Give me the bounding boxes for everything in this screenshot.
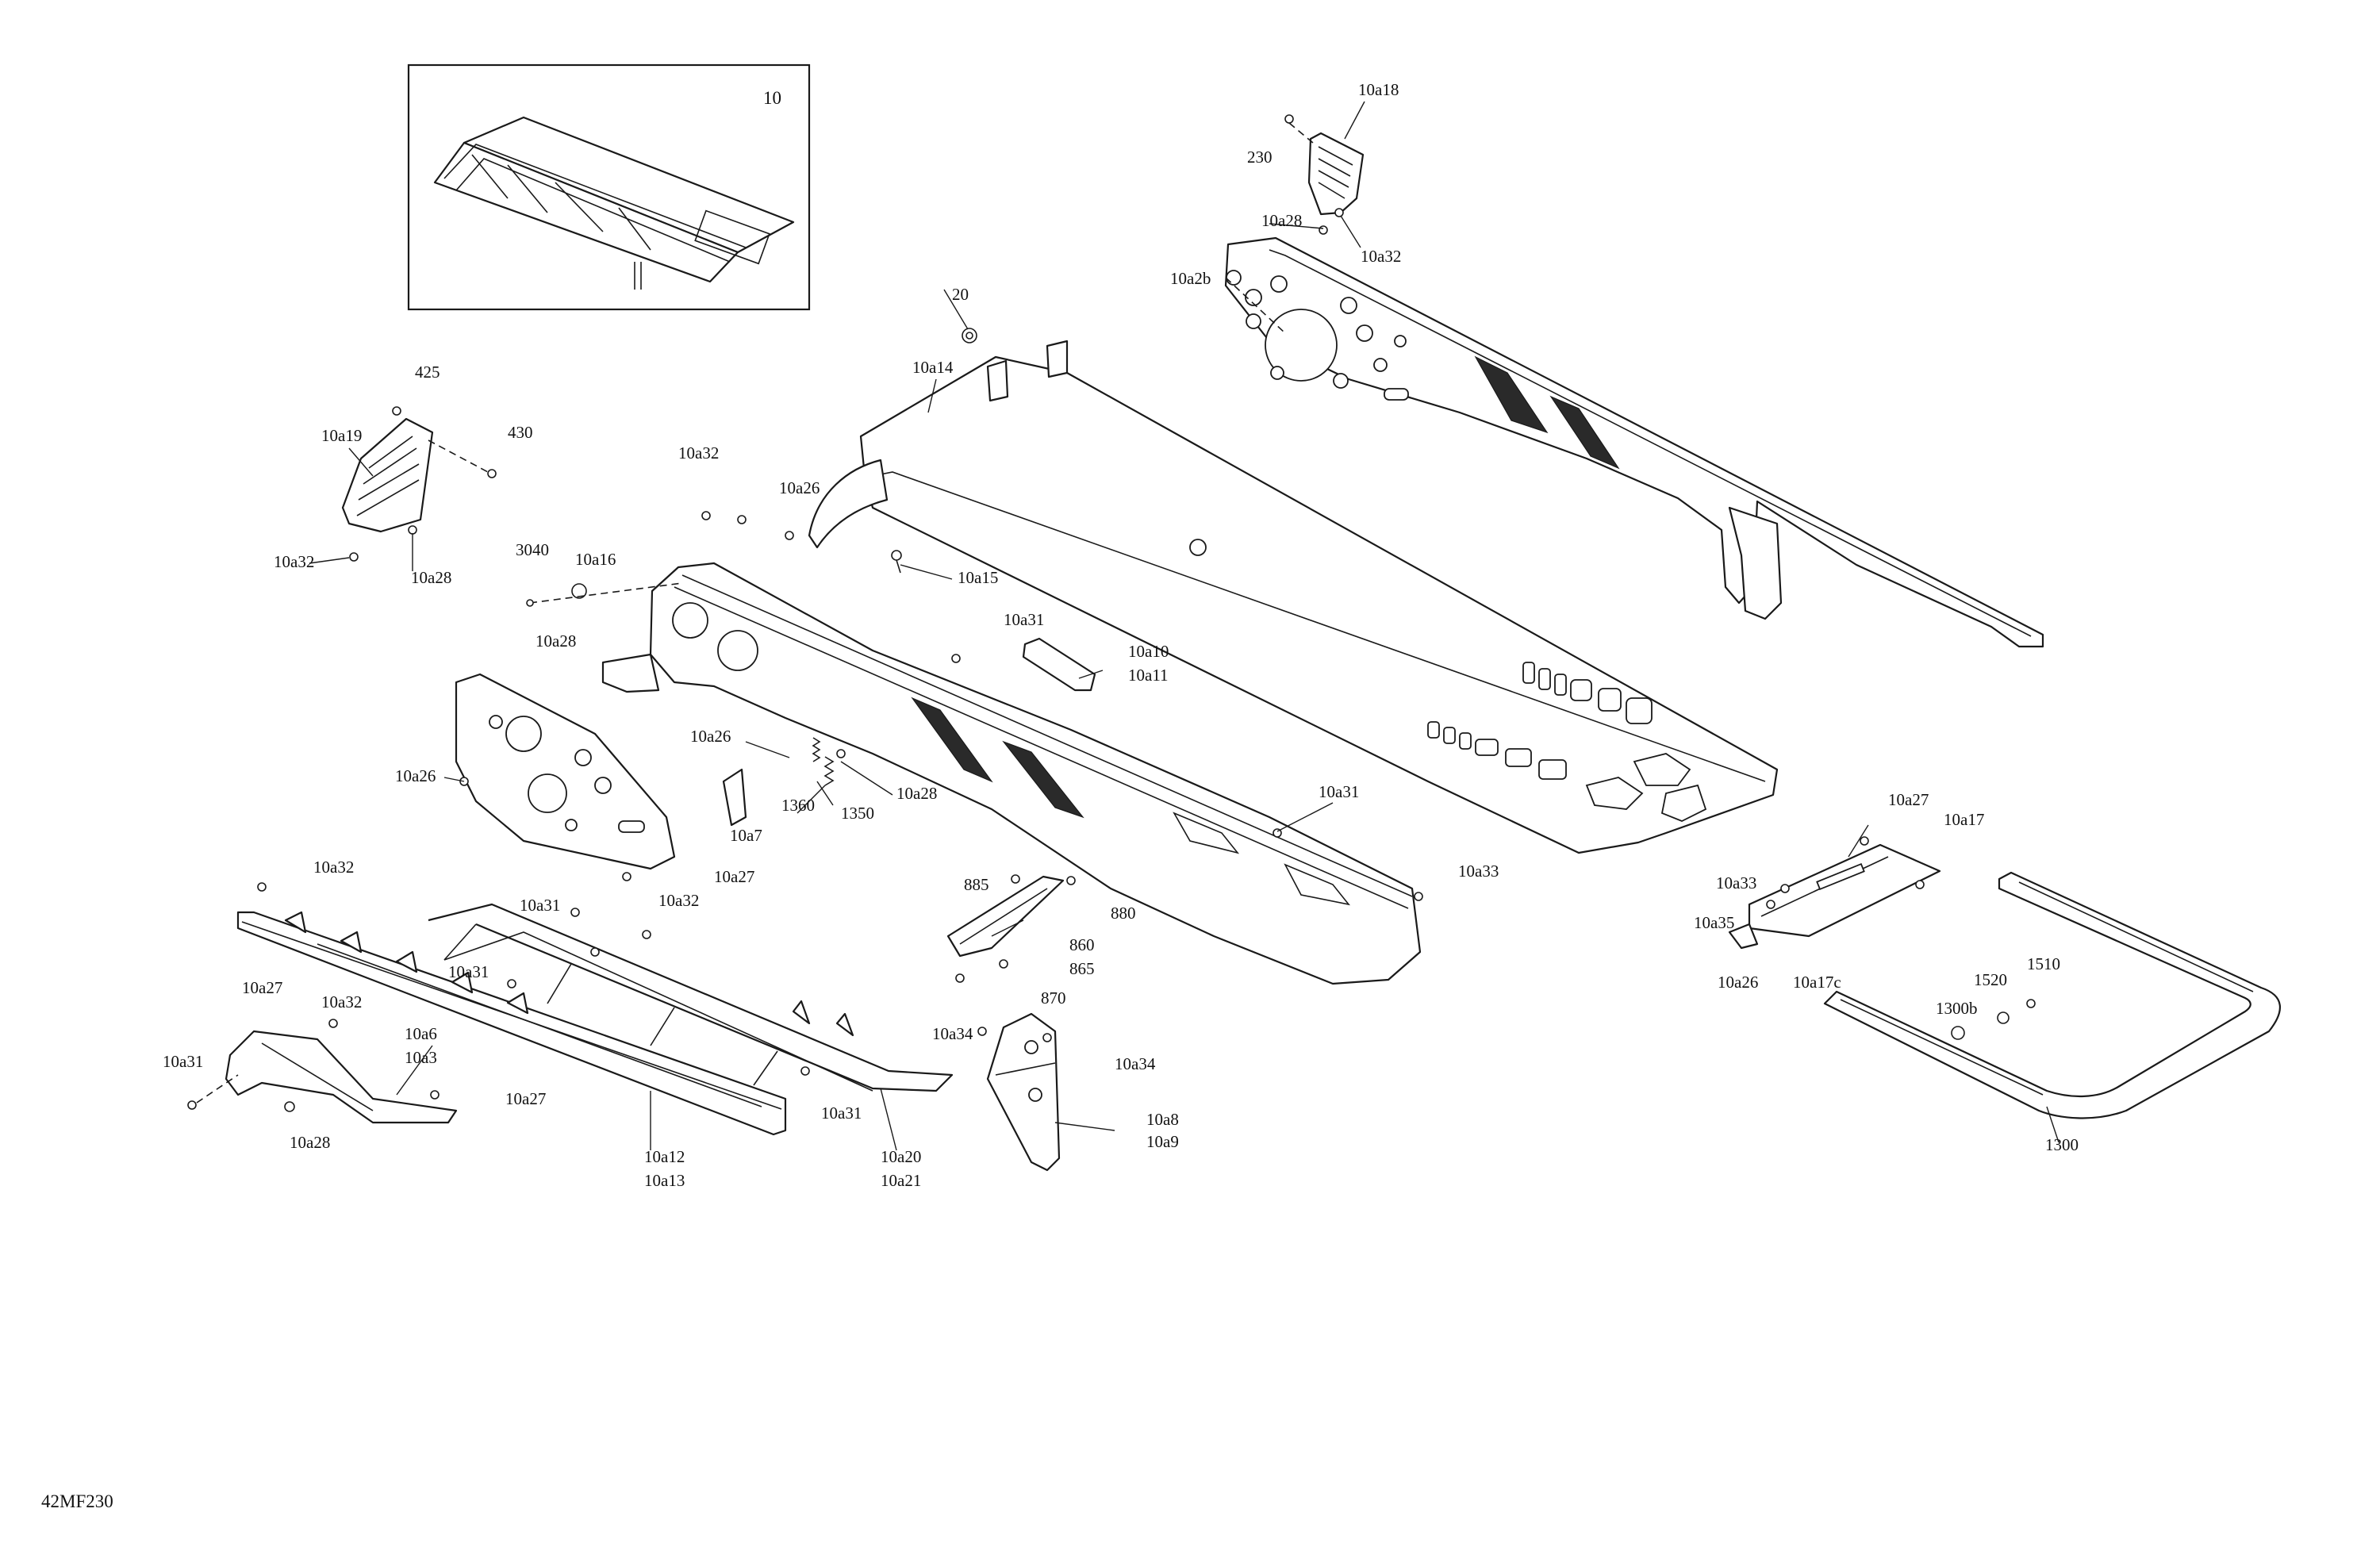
rear-bracket-10a8 bbox=[977, 1012, 1061, 1172]
callout-label: 10a31 bbox=[520, 896, 560, 915]
upper-bracket-10a18 bbox=[1284, 114, 1365, 235]
callout-label: 1510 bbox=[2027, 954, 2060, 973]
callout-label: 10a28 bbox=[411, 568, 451, 587]
right-side-frame-panel bbox=[1224, 236, 2044, 648]
callout-label: 10a28 bbox=[1261, 211, 1302, 230]
inset-label: 10 bbox=[763, 88, 781, 108]
callout-label: 10a31 bbox=[448, 962, 489, 981]
callout-label: 10a31 bbox=[163, 1052, 203, 1071]
callout-label: 10a33 bbox=[1458, 862, 1499, 881]
callout-label: 10a17c bbox=[1793, 973, 1841, 992]
footrest-bracket-10a19 bbox=[341, 406, 497, 562]
callout-label: 10a28 bbox=[290, 1133, 330, 1152]
callout-label: 10a27 bbox=[714, 867, 754, 886]
callout-label: 3040 bbox=[516, 540, 549, 559]
rear-bumper-1300 bbox=[1823, 871, 2281, 1119]
callout-label: 10a27 bbox=[505, 1089, 546, 1108]
bracket-10a17 bbox=[1728, 836, 1941, 950]
tunnel-main-panel bbox=[808, 340, 1779, 854]
callout-label: 10a32 bbox=[1361, 247, 1401, 266]
callout-label: 10a33 bbox=[1716, 873, 1756, 892]
inset-assembly-view bbox=[407, 63, 811, 311]
callout-label: 10a10 bbox=[1128, 642, 1169, 661]
misc-fasteners bbox=[257, 328, 1423, 1076]
callout-label: 1520 bbox=[1974, 970, 2007, 989]
callout-label: 10a32 bbox=[678, 443, 719, 463]
callout-label: 10a2b bbox=[1170, 269, 1211, 288]
callout-label: 10a7 bbox=[730, 826, 762, 845]
callout-label: 1350 bbox=[841, 804, 874, 823]
callout-label: 10a34 bbox=[932, 1024, 973, 1043]
callout-label: 10a26 bbox=[395, 766, 436, 785]
plate-860 bbox=[946, 874, 1076, 983]
rail-tabs bbox=[284, 911, 529, 1015]
callout-label: 10a27 bbox=[242, 978, 282, 997]
callout-label: 10a16 bbox=[575, 550, 616, 569]
callout-label: 10a32 bbox=[313, 858, 354, 877]
callout-label: 10a21 bbox=[881, 1171, 921, 1190]
callout-label: 10a19 bbox=[321, 426, 362, 445]
callout-label: 10a14 bbox=[912, 358, 954, 377]
callout-label: 10a11 bbox=[1128, 666, 1169, 685]
callout-label: 10a27 bbox=[1888, 790, 1929, 809]
callout-label: 10a8 bbox=[1146, 1110, 1179, 1129]
callout-label: 10a31 bbox=[1004, 610, 1044, 629]
callout-label: 10a34 bbox=[1115, 1054, 1156, 1073]
left-mounting-plate bbox=[455, 673, 676, 870]
callout-label: 1300 bbox=[2045, 1135, 2079, 1154]
callout-label: 10a12 bbox=[644, 1147, 685, 1166]
callout-label: 10a9 bbox=[1146, 1132, 1179, 1151]
callout-label: 10a18 bbox=[1358, 80, 1399, 99]
callout-label: 10a3 bbox=[405, 1048, 437, 1067]
callout-label: 10a31 bbox=[1319, 782, 1359, 801]
callout-label: 10a32 bbox=[321, 992, 362, 1011]
lower-frame-10a20 bbox=[428, 903, 954, 1092]
callout-label: 10a20 bbox=[881, 1147, 921, 1166]
callout-label: 10a6 bbox=[405, 1024, 437, 1043]
callout-label: 430 bbox=[508, 423, 533, 442]
callout-label: 880 bbox=[1111, 904, 1136, 923]
callout-label: 10a13 bbox=[644, 1171, 685, 1190]
callout-label: 10a32 bbox=[274, 552, 314, 571]
callout-label: 10a32 bbox=[658, 891, 699, 910]
callout-label: 425 bbox=[415, 363, 440, 382]
leader-lines bbox=[309, 101, 2059, 1151]
callout-label: 10a26 bbox=[1718, 973, 1758, 992]
rear-bracket-10a6 bbox=[187, 1030, 458, 1124]
callout-label: 870 bbox=[1041, 988, 1066, 1008]
diagram-reference-code: 42MF230 bbox=[41, 1491, 113, 1511]
callout-label: 230 bbox=[1247, 148, 1273, 167]
callout-label: 860 bbox=[1069, 935, 1095, 954]
callout-label: 10a17 bbox=[1944, 810, 1984, 829]
callout-label: 1300b bbox=[1936, 999, 1978, 1018]
callout-label: 10a26 bbox=[779, 478, 820, 497]
callout-label: 20 bbox=[952, 285, 969, 304]
callout-label: 885 bbox=[964, 875, 989, 894]
callout-label: 10a35 bbox=[1694, 913, 1734, 932]
callout-labels: 10a18 230 10a28 10a32 10a2b 20 10a14 425 10a19 43… bbox=[163, 80, 2079, 1190]
callout-label: 10a15 bbox=[958, 568, 998, 587]
mid-plate-10a10 bbox=[1022, 637, 1096, 692]
callout-label: 1360 bbox=[781, 796, 815, 815]
left-side-frame-panel bbox=[526, 562, 1422, 985]
long-rail-10a12 bbox=[236, 911, 787, 1136]
callout-label: 865 bbox=[1069, 959, 1095, 978]
callout-label: 10a31 bbox=[821, 1104, 862, 1123]
tunnel-slots bbox=[1427, 662, 1707, 822]
callout-label: 10a26 bbox=[690, 727, 731, 746]
callout-label: 10a28 bbox=[896, 784, 937, 803]
callout-label: 10a28 bbox=[536, 631, 576, 651]
